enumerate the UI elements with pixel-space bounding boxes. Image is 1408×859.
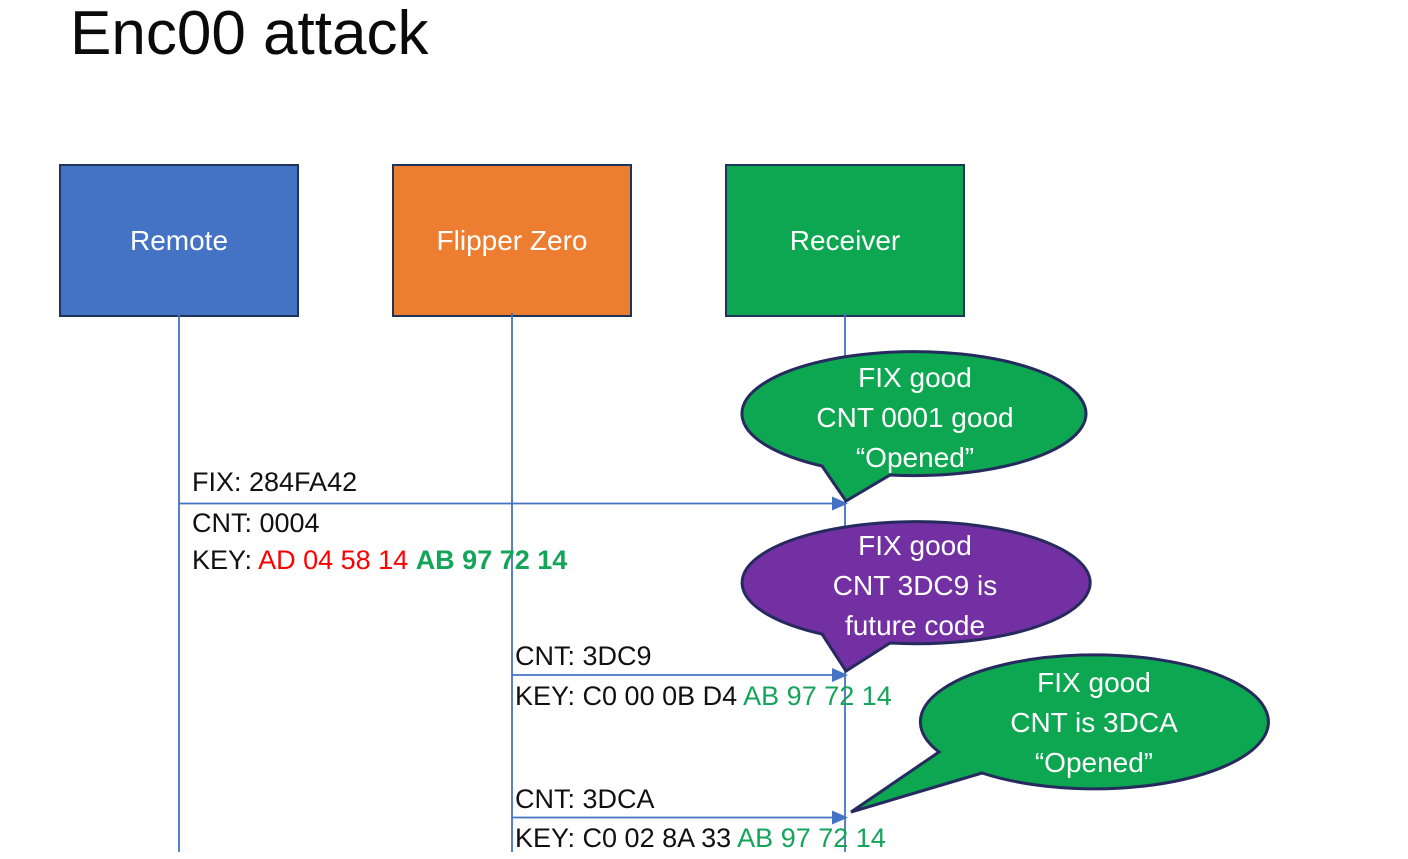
bubble1-line3: “Opened”: [855, 442, 975, 473]
msg3-key-label: KEY: C0 02 8A 33 AB 97 72 14: [515, 823, 886, 854]
actor-label-flipper-zero: Flipper Zero: [436, 224, 588, 256]
page-title: Enc00 attack: [70, 0, 429, 68]
msg1-fix-label: FIX: 284FA42: [192, 467, 358, 497]
arrowhead-icon: [832, 496, 848, 511]
arrowhead-icon: [832, 668, 848, 682]
actor-label-receiver: Receiver: [789, 224, 901, 256]
bubble3-text: FIX good CNT is 3DCA “Opened”: [944, 663, 1244, 783]
msg2-key-black-bytes: KEY: C0 00 0B D4: [515, 681, 744, 711]
message-arrow-1: [179, 496, 848, 511]
speech-bubble-opened-2: [850, 653, 1270, 814]
speech-bubble-opened-1: [740, 350, 1088, 504]
actor-box-remote: Remote: [59, 164, 299, 317]
msg2-key-green-bytes: AB 97 72 14: [743, 681, 892, 711]
message-arrow-2: [512, 668, 848, 682]
bubble2-line2: CNT 3DC9 is: [832, 570, 998, 601]
bubble3-line2: CNT is 3DCA: [1010, 707, 1178, 738]
msg2-cnt-label: CNT: 3DC9: [515, 641, 652, 671]
msg1-key-label: KEY: AD 04 58 14 AB 97 72 14: [192, 545, 567, 576]
msg1-key-red-bytes: AD 04 58 14: [258, 545, 416, 575]
bubble1-line1: FIX good: [858, 362, 972, 393]
actor-box-flipper-zero: Flipper Zero: [392, 164, 632, 317]
message-arrow-3: [512, 810, 848, 825]
msg3-cnt-label: CNT: 3DCA: [515, 784, 655, 814]
bubble2-line3: future code: [844, 610, 986, 641]
bubble1-text: FIX good CNT 0001 good “Opened”: [765, 358, 1065, 478]
bubble2-line1: FIX good: [858, 530, 972, 561]
msg1-key-green-bytes: AB 97 72 14: [415, 545, 568, 575]
actor-label-remote: Remote: [129, 224, 229, 256]
msg1-key-prefix: KEY:: [192, 545, 259, 575]
actor-box-receiver: Receiver: [725, 164, 965, 317]
bubble2-text: FIX good CNT 3DC9 is future code: [765, 526, 1065, 646]
bubble3-line1: FIX good: [1037, 667, 1151, 698]
arrowhead-icon: [832, 810, 848, 825]
bubble1-line2: CNT 0001 good: [816, 402, 1014, 433]
bubble3-line3: “Opened”: [1034, 747, 1154, 778]
msg2-key-label: KEY: C0 00 0B D4 AB 97 72 14: [515, 681, 892, 712]
speech-bubble-future-code: [740, 520, 1092, 674]
msg3-key-green-bytes: AB 97 72 14: [737, 823, 886, 853]
msg1-cnt-label: CNT: 0004: [192, 508, 320, 538]
msg3-key-black-bytes: KEY: C0 02 8A 33: [515, 823, 738, 853]
